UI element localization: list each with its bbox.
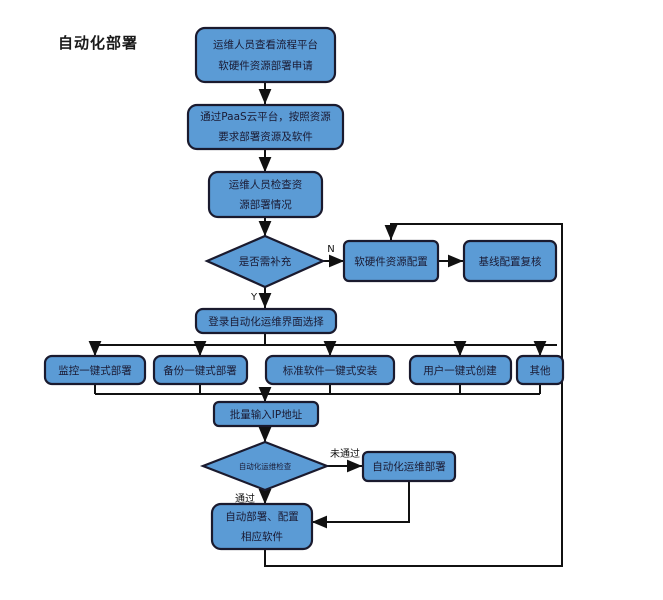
node-n2-label-2: 要求部署资源及软件 [218,130,313,143]
edge-label-pass: 通过 [235,492,255,505]
edge-n9-feedback [264,223,563,567]
node-n8-label: 自动化运维部署 [372,460,446,473]
node-n1-label-1: 运维人员查看流程平台 [213,38,318,51]
node-n9-label-2: 相应软件 [241,530,283,543]
node-o3-label: 标准软件一键式安装 [283,364,378,377]
node-o1[interactable] [43,354,147,386]
node-o5-label: 其他 [530,364,551,377]
node-o1-label: 监控一键式部署 [58,364,132,377]
node-d2-label: 自动化运维检查 [239,461,292,471]
node-n2[interactable] [186,103,345,151]
edge-label-y: Y [250,292,258,303]
node-d1[interactable] [204,234,326,289]
node-n7-label: 批量输入IP地址 [230,408,303,421]
node-n9-label-1: 自动部署、配置 [225,510,299,523]
node-d1-label: 是否需补充 [239,255,292,268]
node-o4-label: 用户一键式创建 [423,364,497,377]
edge-label-fail: 未通过 [330,447,360,460]
node-n1[interactable] [194,26,337,84]
node-o2[interactable] [152,354,249,386]
node-o5[interactable] [515,354,565,386]
node-o4[interactable] [408,354,513,386]
node-o3[interactable] [264,354,396,386]
node-n9[interactable] [210,502,314,551]
node-o2-label: 备份一键式部署 [163,364,237,377]
node-n4-label: 软硬件资源配置 [354,255,428,268]
node-n5[interactable] [462,239,558,283]
page-title: 自动化部署 [58,34,139,52]
node-n1-label-2: 软硬件资源部署申请 [218,59,313,72]
node-n6-label: 登录自动化运维界面选择 [208,315,324,328]
node-d2[interactable] [199,440,331,492]
edge-label-n: N [327,244,334,255]
node-n8[interactable] [361,450,457,483]
node-n7[interactable] [212,400,320,428]
node-n6[interactable] [194,307,338,335]
node-n3-label-1: 运维人员检查资 [229,178,303,191]
node-n4[interactable] [342,239,440,283]
edge-n8-n9 [311,481,410,529]
node-n2-label-1: 通过PaaS云平台，按照资源 [200,110,331,123]
node-n3-label-2: 源部署情况 [239,198,292,211]
node-n3[interactable] [207,170,324,219]
node-n5-label: 基线配置复核 [479,255,542,268]
